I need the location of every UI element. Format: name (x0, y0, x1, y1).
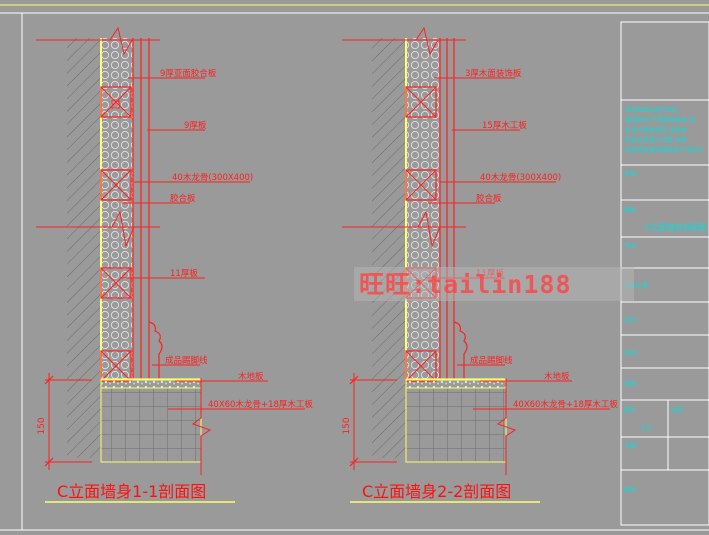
drawing-frame (0, 4, 709, 531)
section-drawing-2: 150 3厚木面装饰板 15厚木工板 40木龙骨(300X400) 胶合板 11… (342, 26, 618, 503)
wall-hatch (372, 38, 406, 458)
label-8: 40X60木龙骨+18厚木工板 (208, 399, 313, 410)
dimension-label: 150 (342, 417, 352, 434)
note-line: 说明本图为施工图之 (625, 106, 679, 114)
label-7: 木地板 (544, 371, 570, 382)
insulation-layer (101, 38, 133, 380)
label-8: 40X60木龙骨+18厚木工板 (513, 399, 618, 410)
drawing-title-2: C立面墙身2-2剖面图 (362, 482, 511, 501)
drawing-title-1: C立面墙身1-1剖面图 (57, 482, 206, 501)
label-3: 40木龙骨(300X400) (172, 172, 253, 183)
field-label: 项目负责: (624, 282, 650, 290)
watermark-text: 旺旺:tailin188 (359, 270, 572, 299)
label-4: 胶合板 (170, 193, 196, 204)
note-line: 本院签发更改通知单方可执行 (625, 146, 703, 154)
field-label: 图名: (624, 206, 638, 214)
title-block-fields: 项目: 图名: C立面墙身剖面图 专业: 项目负责: 设计: 校对: 审核: 图… (624, 171, 707, 494)
field-label: 比例 (671, 406, 683, 414)
drawing-name-value: C立面墙身剖面图 (645, 222, 707, 232)
field-label: 审核: (624, 380, 638, 388)
field-label: 项目: (624, 171, 638, 178)
label-4: 胶合板 (476, 193, 502, 204)
field-label: 日期 (624, 442, 636, 450)
callout-labels: 3厚木面装饰板 15厚木工板 40木龙骨(300X400) 胶合板 11厚板 成… (465, 68, 618, 410)
leader-lines (120, 77, 305, 410)
field-label: 图号 (624, 407, 636, 414)
field-label: 专业: (624, 242, 638, 250)
label-6: 成品踢脚线 (165, 355, 208, 366)
label-2: 9厚板 (184, 120, 207, 131)
label-6: 成品踢脚线 (470, 355, 513, 366)
label-1: 3厚木面装饰板 (465, 68, 522, 79)
scale-value: 1:2 (640, 424, 651, 432)
label-2: 15厚木工板 (482, 120, 527, 131)
insulation-layer (406, 38, 440, 380)
dimension-label: 150 (37, 417, 47, 434)
note-line: 组成部分,不得擅自更改,如 (625, 116, 695, 124)
section-drawing-1: 150 9厚亚面胶合板 9厚板 40木龙骨(300X400) 胶合板 11厚板 … (36, 26, 313, 503)
field-label: 设计: (624, 316, 638, 324)
note-line: 有设计修改意见,须经本 (625, 126, 687, 134)
label-3: 40木龙骨(300X400) (480, 172, 561, 183)
watermark: 旺旺:tailin188 (354, 267, 634, 301)
field-label: 校对: (624, 349, 638, 357)
label-1: 9厚亚面胶合板 (160, 68, 217, 79)
title-block: 说明本图为施工图之 组成部分,不得擅自更改,如 有设计修改意见,须经本 院设计负… (620, 21, 709, 526)
design-note: 说明本图为施工图之 组成部分,不得擅自更改,如 有设计修改意见,须经本 院设计负… (625, 106, 703, 154)
field-label: 图号: (624, 487, 638, 494)
label-7: 木地板 (238, 371, 264, 382)
wall-hatch (67, 38, 101, 458)
label-5: 11厚板 (170, 268, 198, 279)
callout-labels: 9厚亚面胶合板 9厚板 40木龙骨(300X400) 胶合板 11厚板 成品踢脚… (160, 68, 313, 410)
note-line: 院设计负责人同意,并由 (625, 136, 687, 144)
